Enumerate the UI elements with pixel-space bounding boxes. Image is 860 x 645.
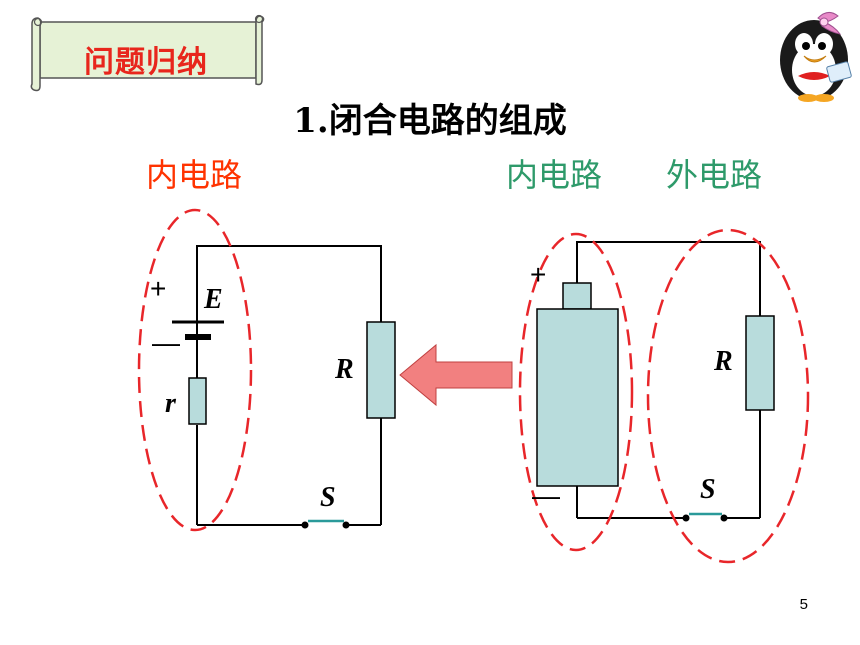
right-outer-circuit-outline — [646, 228, 810, 564]
left-circuit: + — E r R S — [137, 208, 396, 532]
left-plus-sign: + — [150, 273, 166, 304]
internal-resistor-label: r — [165, 388, 177, 419]
left-arrow-icon — [399, 343, 513, 407]
load-resistor — [366, 321, 396, 419]
right-circuit: + — R S — [518, 228, 810, 564]
left-resistor-label: R — [334, 354, 354, 385]
left-switch-label: S — [320, 482, 336, 513]
right-circuit-wire — [576, 241, 761, 316]
right-resistor-label: R — [713, 346, 733, 377]
battery-terminal — [562, 282, 592, 310]
left-inner-circuit-outline — [137, 208, 253, 532]
right-plus-sign: + — [530, 259, 546, 290]
left-minus-sign: — — [152, 327, 180, 358]
battery-cell — [536, 308, 619, 487]
page-title: 1.闭合电路的组成 — [293, 100, 567, 141]
emf-label: E — [203, 284, 223, 315]
right-minus-sign: — — [532, 480, 560, 511]
left-inner-circuit-heading: 内电路 — [146, 156, 243, 194]
right-switch-label: S — [700, 474, 716, 505]
switch-contact — [342, 521, 350, 529]
switch-contact — [301, 521, 309, 529]
scroll-banner — [30, 14, 265, 92]
switch-contact — [682, 514, 690, 522]
left-circuit-wire — [196, 245, 382, 335]
page-number: 5 — [799, 596, 808, 613]
internal-resistor — [188, 377, 207, 425]
penguin-mascot-icon — [780, 12, 852, 102]
right-load-resistor — [745, 315, 775, 411]
right-outer-circuit-heading: 外电路 — [666, 156, 763, 194]
banner-label: 问题归纳 — [84, 45, 208, 80]
right-inner-circuit-outline — [518, 232, 634, 552]
right-inner-circuit-heading: 内电路 — [506, 156, 603, 194]
switch-contact — [720, 514, 728, 522]
